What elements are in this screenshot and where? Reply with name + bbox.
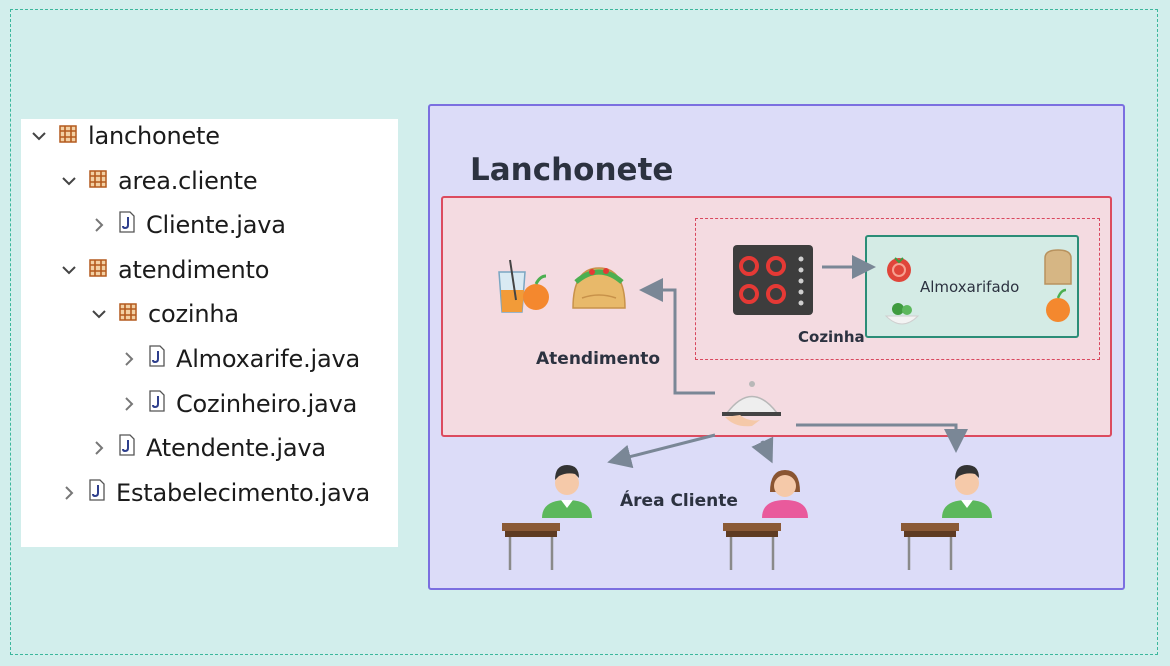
flow-arrows [607,255,968,469]
package-icon [88,167,108,195]
man-icon [942,465,992,518]
package-icon [88,256,108,284]
table-icon [502,523,560,570]
tree-item-cozinha[interactable]: cozinha [90,294,239,334]
tree-item-label: Cozinheiro.java [176,390,358,418]
tree-item-almoxarife-java[interactable]: Almoxarife.java [120,339,360,379]
woman-icon [762,470,808,518]
arrow-tray-to-client-left [607,433,716,469]
arrow-tray-to-client-right [796,423,968,453]
juice-icon [498,259,526,313]
project-tree-panel [21,119,398,547]
chevron-down-icon[interactable] [30,126,48,146]
area-cliente-label: Área Cliente [620,491,738,511]
orange-icon [523,274,549,310]
chevron-down-icon[interactable] [60,171,78,191]
tree-item-label: Cliente.java [146,211,286,239]
stove-icon [733,245,813,315]
java-file-icon [148,390,166,418]
tree-item-area-cliente[interactable]: area.cliente [60,161,258,201]
arrow-tray-to-client-middle [751,436,774,464]
chevron-right-icon[interactable] [120,394,138,414]
package-icon [58,122,78,150]
table-icon [723,523,781,570]
chevron-down-icon[interactable] [90,304,108,324]
chevron-right-icon[interactable] [60,483,78,503]
arrow-tray-to-taco [639,278,715,395]
chevron-right-icon[interactable] [90,215,108,235]
tree-item-label: area.cliente [118,167,258,195]
bread-icon [1044,249,1072,285]
outer-dashed-frame [10,9,1158,655]
diagram-title: Lanchonete [470,152,674,188]
tree-item-label: Almoxarife.java [176,345,360,373]
man-icon [542,465,592,518]
tree-item-lanchonete[interactable]: lanchonete [30,116,220,156]
tomato-icon [887,257,911,282]
table-icon [901,523,959,570]
cozinha-label: Cozinha [798,328,865,346]
serving-tray-icon [722,381,781,427]
java-file-icon [88,479,106,507]
tree-item-estabelecimento-java[interactable]: Estabelecimento.java [60,473,370,513]
chevron-down-icon[interactable] [60,260,78,280]
lettuce-icon [884,303,920,325]
chevron-right-icon[interactable] [120,349,138,369]
tree-item-label: cozinha [148,300,239,328]
java-file-icon [118,434,136,462]
tree-item-cozinheiro-java[interactable]: Cozinheiro.java [120,384,357,424]
package-icon [118,300,138,328]
taco-icon [572,267,626,309]
tree-item-label: atendimento [118,256,270,284]
tree-item-cliente-java[interactable]: Cliente.java [90,205,286,245]
chevron-right-icon[interactable] [90,438,108,458]
tree-item-label: Estabelecimento.java [116,479,371,507]
tree-item-atendente-java[interactable]: Atendente.java [90,428,326,468]
java-file-icon [148,345,166,373]
tree-item-label: lanchonete [88,122,220,150]
orange-icon [1046,288,1070,322]
tree-item-atendimento[interactable]: atendimento [60,250,269,290]
atendimento-label: Atendimento [536,349,661,369]
tree-item-label: Atendente.java [146,434,326,462]
java-file-icon [118,211,136,239]
cozinha-container [695,218,1100,360]
almoxarifado-label: Almoxarifado [920,278,1020,296]
